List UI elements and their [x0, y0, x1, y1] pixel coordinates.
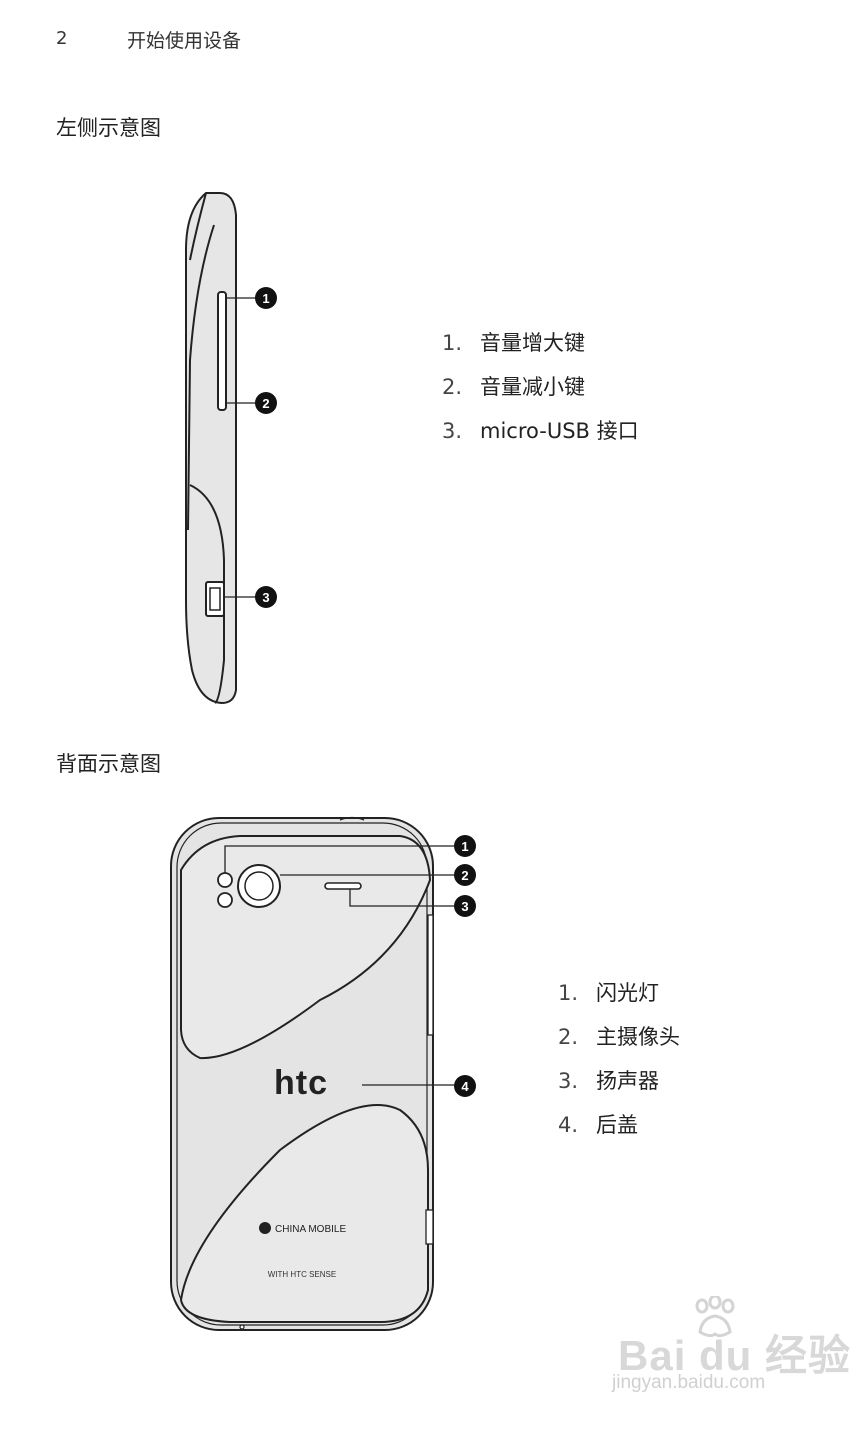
- back-phone: [170, 816, 434, 1331]
- back-marker-3: 3: [461, 899, 468, 914]
- list-item: 3.扬声器: [558, 1069, 659, 1093]
- list-item: 2.音量减小键: [442, 375, 585, 399]
- list-item: 1.闪光灯: [558, 981, 659, 1005]
- left-side-title: 左侧示意图: [56, 116, 161, 140]
- left-leader-lines: [224, 297, 256, 598]
- list-item: 2.主摄像头: [558, 1025, 680, 1049]
- back-marker-4: 4: [461, 1079, 469, 1094]
- back-leader-lines: [224, 845, 454, 1086]
- flash-icon: [217, 872, 233, 908]
- list-item: 3.micro-USB 接口: [442, 419, 639, 443]
- left-side-phone: [185, 192, 237, 705]
- tagline-label: WITH HTC SENSE: [268, 1270, 336, 1279]
- back-callout-list: 1.闪光灯 2.主摄像头 3.扬声器 4.后盖: [558, 980, 680, 1156]
- watermark-url: jingyan.baidu.com: [612, 1372, 766, 1393]
- back-marker-2: 2: [461, 868, 468, 883]
- camera-lens-icon: [237, 864, 281, 908]
- list-item: 4.后盖: [558, 1113, 638, 1137]
- china-mobile-logo-icon: [259, 1222, 271, 1234]
- left-callout-list: 1.音量增大键 2.音量减小键 3.micro-USB 接口: [442, 330, 639, 462]
- back-marker-1: 1: [461, 839, 468, 854]
- page-number: 2: [56, 28, 68, 49]
- list-item: 1.音量增大键: [442, 331, 585, 355]
- chapter-title: 开始使用设备: [127, 30, 242, 52]
- htc-logo: htc: [274, 1064, 328, 1102]
- carrier-label: CHINA MOBILE: [275, 1224, 346, 1235]
- left-marker-2: 2: [262, 396, 269, 411]
- left-marker-3: 3: [262, 590, 269, 605]
- speaker-grille-icon: [324, 882, 362, 890]
- watermark-brand: Bai du 经验: [618, 1332, 852, 1379]
- left-marker-1: 1: [262, 291, 269, 306]
- baidu-paw-icon: [695, 1296, 735, 1338]
- back-side-title: 背面示意图: [56, 752, 161, 776]
